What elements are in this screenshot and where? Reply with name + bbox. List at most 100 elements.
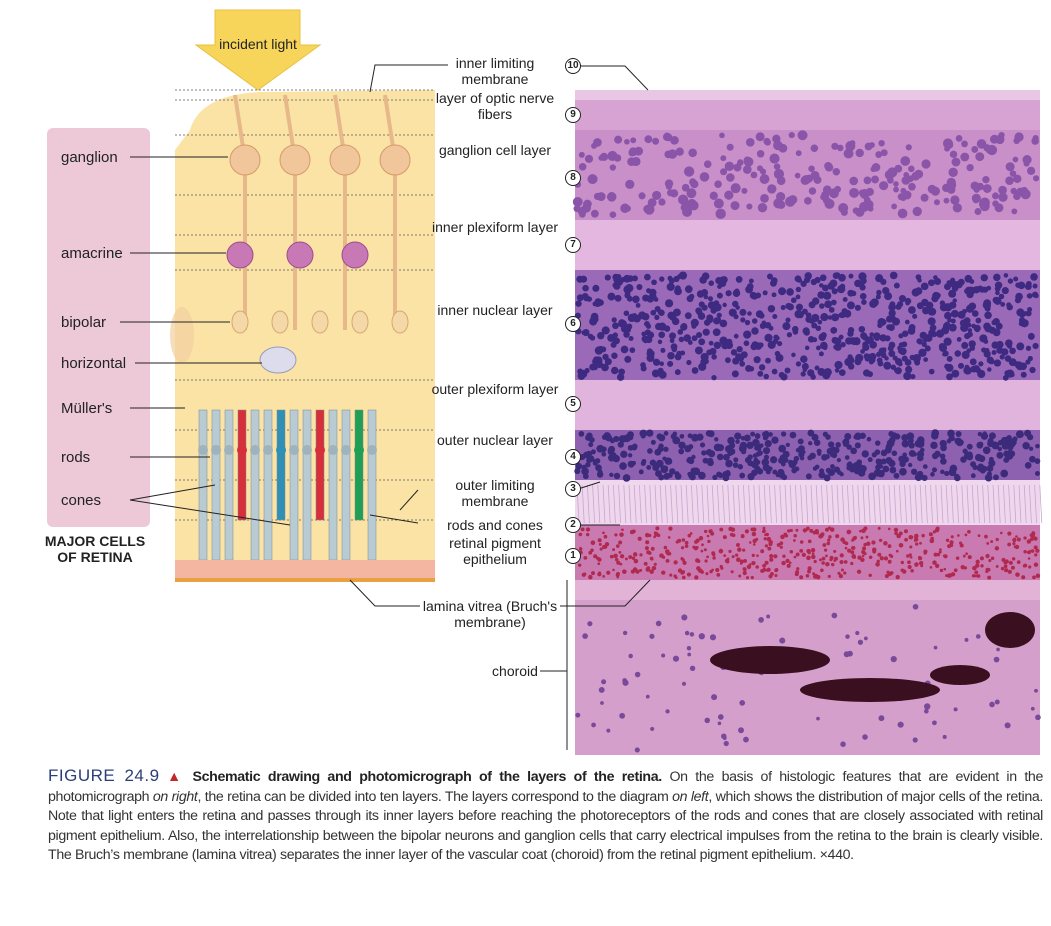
nucleus: [691, 454, 696, 460]
nucleus: [646, 465, 652, 470]
nucleus: [827, 468, 836, 476]
photoreceptor-segment: [649, 484, 653, 524]
nucleus: [582, 284, 589, 292]
nucleus: [973, 324, 981, 332]
photoreceptor-segment: [789, 484, 793, 524]
nucleus: [862, 546, 867, 551]
nucleus: [681, 681, 687, 686]
nucleus: [1027, 332, 1035, 340]
nucleus: [923, 357, 929, 362]
nucleus: [716, 317, 722, 322]
nucleus: [787, 303, 794, 311]
nucleus: [822, 284, 829, 292]
nucleus: [895, 549, 899, 553]
nucleus: [986, 542, 990, 545]
nucleus: [623, 310, 630, 317]
nucleus: [1004, 339, 1013, 348]
nucleus: [889, 436, 896, 444]
rod-cell: [341, 409, 351, 561]
nucleus: [611, 317, 617, 323]
nucleus: [638, 469, 644, 475]
nucleus: [805, 573, 810, 578]
nucleus: [977, 369, 986, 379]
nucleus: [1017, 281, 1026, 290]
nucleus: [763, 454, 770, 460]
nucleus: [993, 656, 1000, 663]
nucleus: [652, 358, 661, 366]
layer-label: inner nuclear layer: [437, 302, 553, 318]
nucleus: [776, 192, 786, 202]
photoreceptor-nucleus: [367, 445, 377, 455]
rod-cell: [302, 409, 312, 561]
nucleus: [791, 352, 796, 358]
nucleus: [836, 470, 842, 475]
nucleus: [988, 459, 996, 467]
leader-line: [399, 489, 419, 511]
melanocyte-pigment: [985, 612, 1035, 648]
nucleus: [927, 280, 933, 286]
nucleus: [955, 430, 962, 437]
nucleus: [804, 528, 808, 532]
nucleus: [807, 539, 812, 544]
nucleus: [715, 567, 720, 573]
nucleus: [849, 187, 860, 198]
nucleus: [670, 136, 679, 145]
photoreceptor-segment: [977, 484, 980, 524]
nucleus: [817, 291, 825, 299]
nucleus: [741, 444, 747, 450]
nucleus: [795, 361, 802, 367]
nucleus: [1020, 371, 1027, 378]
nucleus: [807, 455, 813, 461]
nucleus: [907, 560, 911, 565]
nucleus: [722, 535, 727, 540]
nucleus: [714, 180, 722, 188]
nucleus: [822, 543, 827, 547]
nucleus: [985, 570, 989, 574]
nucleus: [749, 541, 752, 544]
nucleus: [800, 280, 807, 287]
nucleus: [598, 345, 604, 351]
nucleus: [655, 620, 662, 627]
nucleus: [887, 345, 894, 352]
nucleus: [706, 555, 710, 559]
nucleus: [778, 457, 785, 464]
tissue-band: [575, 430, 1040, 480]
nucleus: [945, 538, 950, 542]
nucleus: [1000, 566, 1005, 571]
nucleus: [680, 546, 685, 550]
nucleus: [972, 196, 980, 204]
nucleus: [728, 308, 737, 317]
nucleus: [908, 437, 914, 444]
nucleus: [628, 653, 633, 659]
nucleus: [832, 168, 841, 176]
nucleus: [684, 540, 689, 545]
nucleus: [916, 338, 923, 345]
nucleus: [657, 339, 663, 345]
nucleus: [912, 206, 922, 217]
photoreceptor-segment: [795, 484, 798, 524]
nucleus: [851, 546, 856, 550]
nucleus: [672, 436, 681, 445]
nucleus: [961, 341, 969, 350]
nucleus: [1029, 533, 1034, 538]
nucleus: [758, 312, 765, 319]
nucleus: [796, 311, 804, 319]
nucleus: [1023, 550, 1027, 554]
nucleus: [1029, 455, 1036, 463]
nucleus: [915, 274, 922, 281]
nucleus: [1005, 176, 1014, 185]
nucleus: [1006, 435, 1012, 441]
nucleus: [984, 324, 993, 333]
nucleus: [687, 652, 692, 657]
nucleus: [940, 440, 947, 448]
photoreceptor-segment: [613, 484, 616, 524]
nucleus: [696, 433, 704, 441]
nucleus: [827, 282, 835, 290]
nucleus: [877, 526, 881, 530]
photoreceptor-segment: [618, 484, 621, 524]
photoreceptor-segment: [769, 484, 772, 524]
nucleus: [756, 554, 759, 557]
nucleus: [979, 197, 990, 208]
nucleus: [629, 347, 636, 353]
nucleus: [1035, 714, 1041, 721]
